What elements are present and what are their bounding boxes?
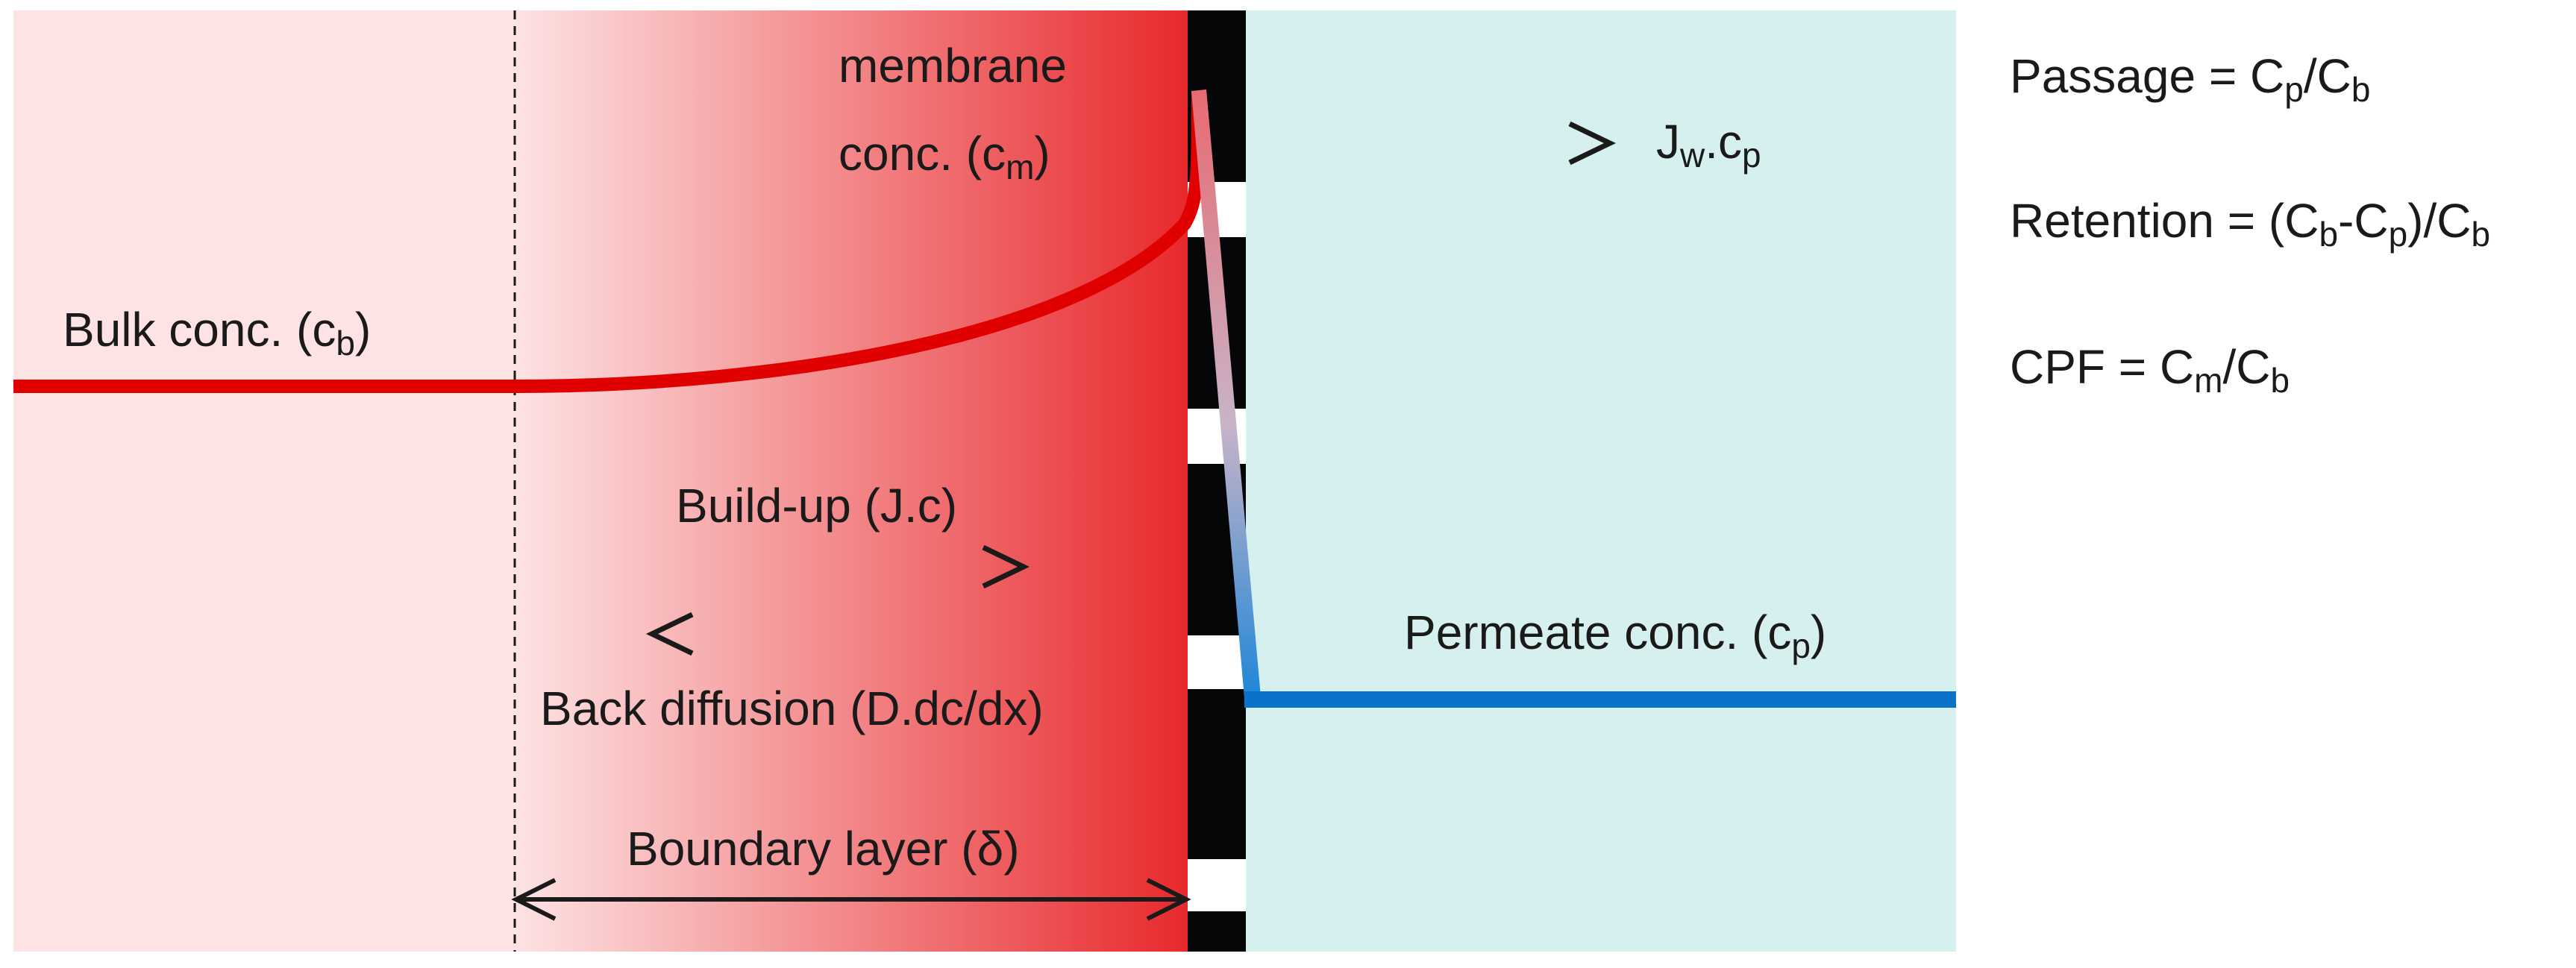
bulk-concentration-curve: [13, 90, 1205, 393]
bulk-conc-label: Bulk conc. (cb): [63, 303, 371, 362]
boundary-layer-arrow: [511, 878, 1191, 921]
boundary-layer-label: Boundary layer (δ): [627, 822, 1020, 876]
membrane-conc-label-line1: membrane: [839, 39, 1067, 92]
permeate-conc-label: Permeate conc. (cp): [1404, 606, 1826, 665]
bulk-zone: [13, 10, 515, 952]
membrane-concentration-drop: [1191, 89, 1261, 698]
boundary-layer-zone: [515, 10, 1188, 952]
back-diffusion-arrow: [645, 612, 1018, 656]
membrane-segment: [1188, 911, 1246, 952]
passage-formula: Passage = Cp/Cb: [2010, 49, 2370, 109]
buildup-label: Build-up (J.c): [676, 479, 957, 532]
retention-formula: Retention = (Cb-Cp)/Cb: [2010, 194, 2490, 254]
permeate-flux-arrow: [1259, 121, 1617, 166]
cpf-formula: CPF = Cm/Cb: [2010, 340, 2290, 400]
membrane-conc-label-line2: conc. (cm): [839, 127, 1050, 186]
buildup-arrow: [656, 544, 1030, 589]
back-diffusion-label: Back diffusion (D.dc/dx): [540, 682, 1044, 735]
membrane-segment: [1188, 689, 1246, 859]
permeate-flux-label: Jw.cp: [1656, 115, 1761, 175]
permeate-zone: [1246, 10, 1956, 952]
